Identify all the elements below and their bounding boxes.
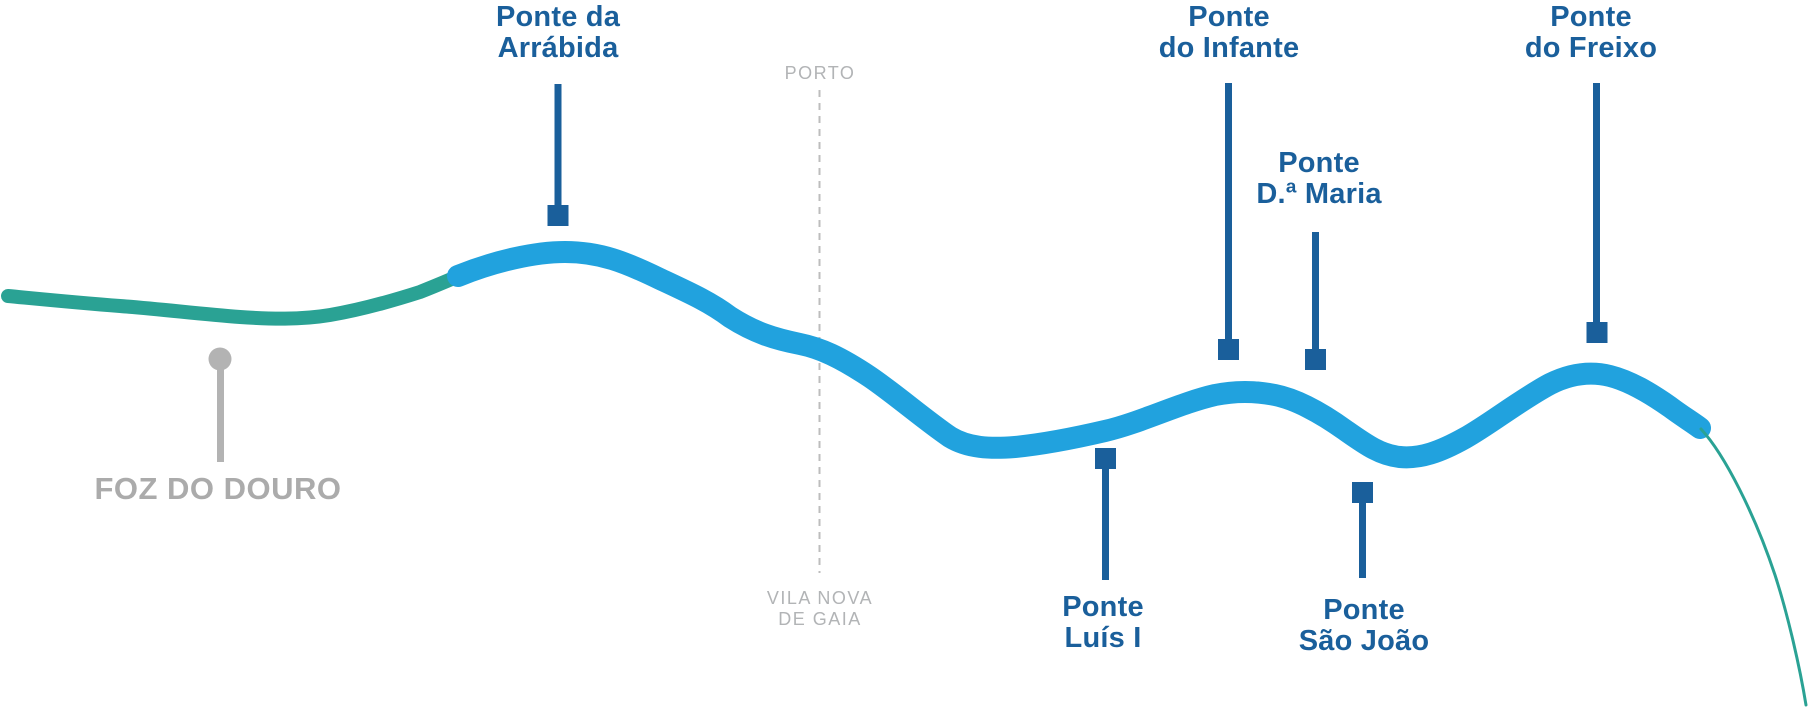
bridge-label-luis: Ponte Luís I [1062, 592, 1144, 654]
bridge-label-infante-line2: do Infante [1158, 32, 1300, 64]
bridge-label-sao-joao-line2: São João [1298, 625, 1430, 657]
freixo-bridge-marker [1586, 322, 1608, 343]
vila-nova-de-gaia-city-label: VILA NOVA DE GAIA [767, 588, 873, 630]
bridge-label-sao-joao: Ponte São João [1299, 595, 1430, 657]
river-mouth-green-segment [1, 266, 472, 326]
bridge-label-infante-line1: Ponte [1188, 1, 1270, 33]
bridge-label-maria: Ponte D.ª Maria [1256, 148, 1381, 210]
river-main-blue-segment [447, 240, 1711, 469]
foz-do-douro-pin-icon [208, 347, 232, 371]
porto-city-label: PORTO [784, 63, 856, 83]
bridge-label-luis-line2: Luís I [1064, 622, 1142, 654]
bridge-label-freixo: Ponte do Freixo [1525, 2, 1657, 64]
bridge-label-arrabida-line1: Ponte da [495, 1, 621, 33]
vila-nova-line2: DE GAIA [778, 609, 862, 629]
bridge-label-sao-joao-line1: Ponte [1323, 594, 1405, 626]
bridge-label-infante: Ponte do Infante [1159, 2, 1300, 64]
infante-bridge-marker [1218, 339, 1239, 360]
river-upstream-thin-segment [1699, 427, 1808, 707]
bridge-label-maria-line1: Ponte [1278, 147, 1360, 179]
bridge-label-freixo-line1: Ponte [1550, 1, 1632, 33]
bridge-label-arrabida-line2: Arrábida [497, 32, 619, 64]
sao-joao-bridge-marker [1352, 482, 1373, 503]
arrabida-bridge-marker [547, 205, 569, 226]
luis-bridge-marker [1095, 448, 1116, 469]
bridge-label-luis-line1: Ponte [1062, 591, 1144, 623]
bridge-label-maria-line2: D.ª Maria [1256, 178, 1382, 210]
maria-bridge-marker [1305, 349, 1326, 370]
foz-do-douro-label: FOZ DO DOURO [94, 471, 342, 506]
vila-nova-line1: VILA NOVA [766, 588, 874, 608]
bridge-label-arrabida: Ponte da Arrábida [496, 2, 620, 64]
bridge-label-freixo-line2: do Freixo [1524, 32, 1658, 64]
